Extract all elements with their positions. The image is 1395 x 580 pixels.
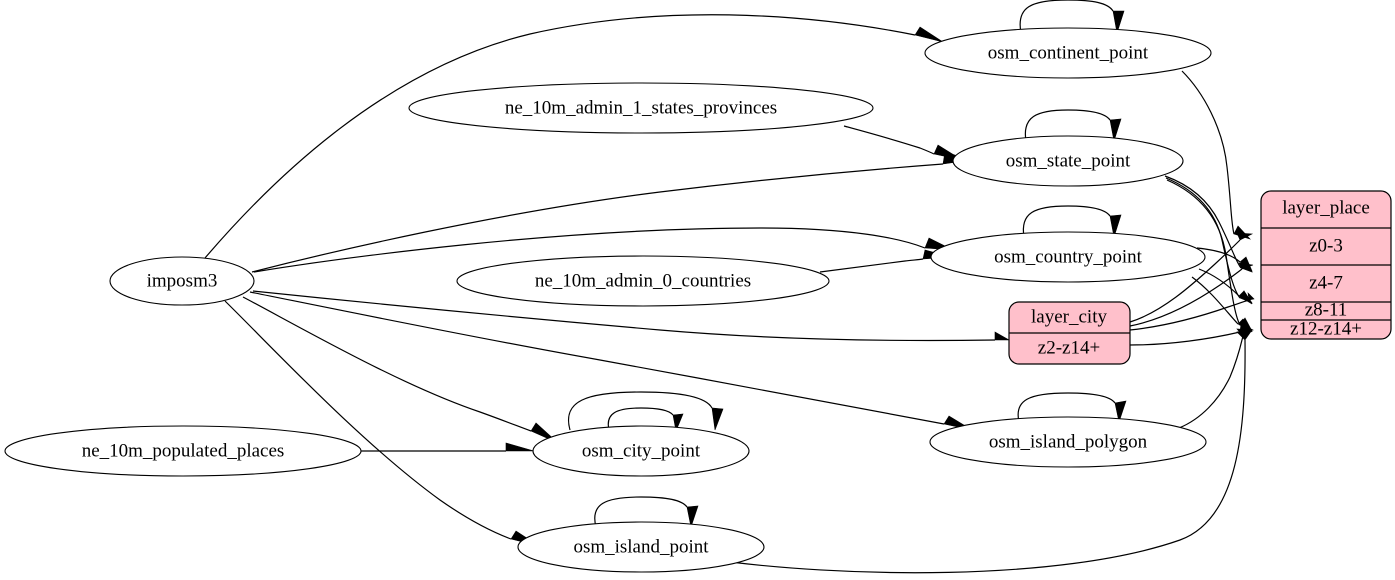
edge-imposm3-to-osm_island_polygon bbox=[249, 291, 973, 431]
node-osm_continent_point[interactable]: osm_continent_point bbox=[924, 27, 1212, 79]
edge-ne_10m_populated_places-to-osm_city_point bbox=[361, 442, 535, 452]
edge-osm_country_point-to-layer_place-z8-11 bbox=[1198, 268, 1253, 305]
node-label-osm_state_point: osm_state_point bbox=[1006, 150, 1131, 171]
layer_place-row-z4-7[interactable]: z4-7 bbox=[1309, 272, 1343, 293]
node-label-osm_continent_point: osm_continent_point bbox=[988, 42, 1149, 63]
self-loop-osm_state_point bbox=[1024, 109, 1122, 142]
node-label-osm_country_point: osm_country_point bbox=[994, 246, 1142, 267]
edge-layer_city-to-layer_place-z4-7 bbox=[1129, 262, 1254, 327]
edge-osm_continent_point-to-layer_place-z0-3 bbox=[1181, 70, 1251, 240]
node-label-ne_10m_admin_1_states_provinces: ne_10m_admin_1_states_provinces bbox=[505, 97, 777, 118]
node-imposm3[interactable]: imposm3 bbox=[109, 256, 255, 306]
node-osm_island_point[interactable]: osm_island_point bbox=[517, 521, 765, 573]
self-loop-osm_island_point bbox=[594, 496, 699, 529]
edge-osm_country_point-to-layer_place-z12-z14plus bbox=[1191, 276, 1253, 333]
node-label-ne_10m_admin_0_countries: ne_10m_admin_0_countries bbox=[535, 270, 751, 291]
layer_place-row-z8-11[interactable]: z8-11 bbox=[1305, 299, 1348, 320]
self-loop-osm_continent_point bbox=[1019, 0, 1125, 34]
node-label-ne_10m_populated_places: ne_10m_populated_places bbox=[82, 440, 285, 461]
node-osm_island_polygon[interactable]: osm_island_polygon bbox=[929, 416, 1207, 468]
edge-layer_city-to-layer_place-z0-3 bbox=[1129, 232, 1254, 323]
layer_place-row-z12-z14plus[interactable]: z12-z14+ bbox=[1290, 318, 1362, 339]
edge-layer_city-to-layer_place-z8-11 bbox=[1129, 292, 1255, 331]
edge-osm_island_polygon-to-layer_place-z12-z14plus bbox=[1178, 328, 1253, 429]
layer_city-header: layer_city bbox=[1031, 306, 1107, 327]
layer_city-row-z2-z14plus[interactable]: z2-z14+ bbox=[1038, 337, 1100, 358]
node-osm_city_point[interactable]: osm_city_point bbox=[532, 425, 750, 477]
node-ne_10m_populated_places[interactable]: ne_10m_populated_places bbox=[4, 425, 362, 477]
record-node-layer_place[interactable]: layer_place z0-3 z4-7 z8-11 z12-z14+ bbox=[1260, 190, 1392, 340]
edge-imposm3-to-osm_continent_point bbox=[204, 14, 944, 259]
self-loop-osm_city_point-outer bbox=[568, 391, 724, 431]
node-label-osm_island_point: osm_island_point bbox=[573, 536, 709, 557]
edge-osm_island_point-to-layer_place-z12-z14plus bbox=[707, 329, 1253, 574]
edge-ne_10m_admin_1_states_provinces-to-osm_state_point bbox=[843, 125, 963, 161]
node-label-osm_island_polygon: osm_island_polygon bbox=[989, 431, 1148, 452]
layer_place-header: layer_place bbox=[1282, 197, 1370, 218]
self-loop-osm_country_point bbox=[1022, 205, 1122, 238]
edge-imposm3-to-osm_state_point bbox=[251, 151, 972, 273]
record-node-layer_city[interactable]: layer_city z2-z14+ bbox=[1008, 301, 1131, 365]
node-ne_10m_admin_1_states_provinces[interactable]: ne_10m_admin_1_states_provinces bbox=[408, 82, 874, 134]
edge-imposm3-to-layer_city bbox=[252, 290, 1011, 342]
node-osm_country_point[interactable]: osm_country_point bbox=[930, 231, 1206, 283]
edge-imposm3-to-osm_city_point bbox=[242, 296, 559, 444]
edge-ne_10m_admin_0_countries-to-osm_country_point bbox=[819, 249, 952, 273]
node-ne_10m_admin_0_countries[interactable]: ne_10m_admin_0_countries bbox=[456, 255, 830, 307]
node-osm_state_point[interactable]: osm_state_point bbox=[952, 135, 1184, 187]
layer_place-row-z0-3[interactable]: z0-3 bbox=[1309, 235, 1343, 256]
self-loop-osm_island_polygon bbox=[1017, 392, 1127, 424]
node-label-imposm3: imposm3 bbox=[147, 270, 218, 291]
node-layer: imposm3 ne_10m_admin_1_states_provinces … bbox=[4, 27, 1212, 573]
edge-imposm3-to-osm_island_point bbox=[224, 300, 540, 547]
node-label-osm_city_point: osm_city_point bbox=[582, 440, 701, 461]
